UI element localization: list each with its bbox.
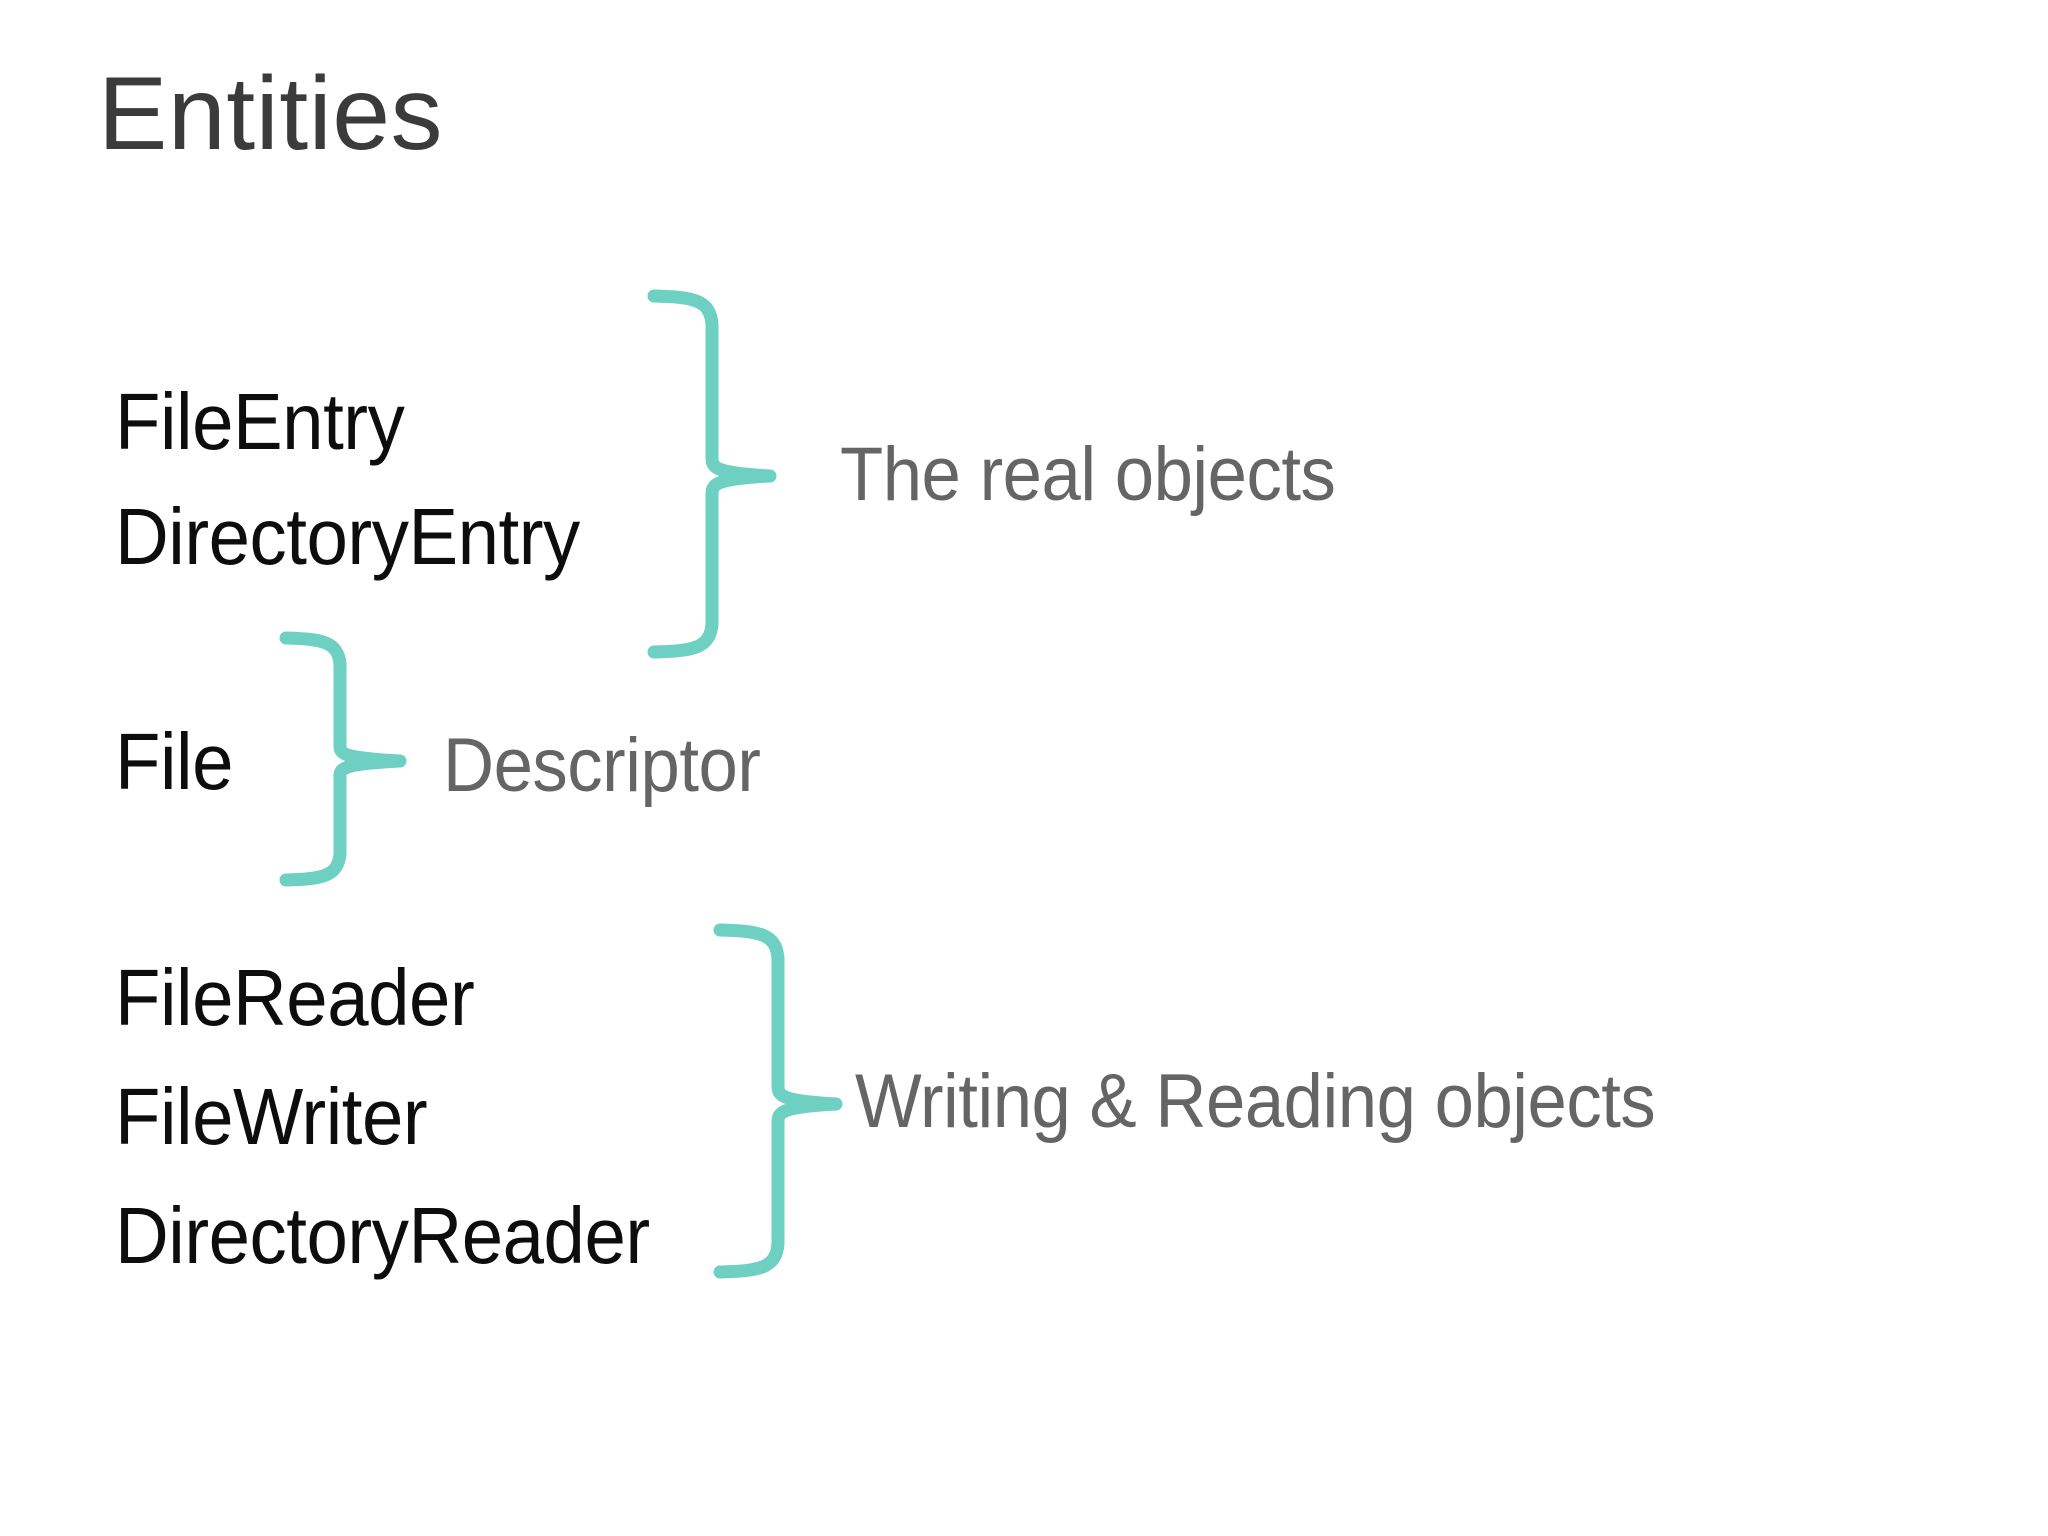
description-real-objects: The real objects [840,432,1336,517]
entity-label-filereader: FileReader [115,953,475,1042]
brace-writing-reading [712,922,922,1280]
description-writing-reading: Writing & Reading objects [855,1059,1656,1144]
description-descriptor: Descriptor [443,723,761,808]
entity-label-directoryentry: DirectoryEntry [115,492,580,581]
entity-label-directoryreader: DirectoryReader [115,1191,650,1280]
entity-label-fileentry: FileEntry [115,377,405,466]
entity-label-filewriter: FileWriter [115,1072,428,1161]
brace-descriptor [278,630,478,888]
page-title: Entities [98,56,444,172]
entity-label-file: File [115,717,234,806]
brace-real-objects [646,288,856,660]
